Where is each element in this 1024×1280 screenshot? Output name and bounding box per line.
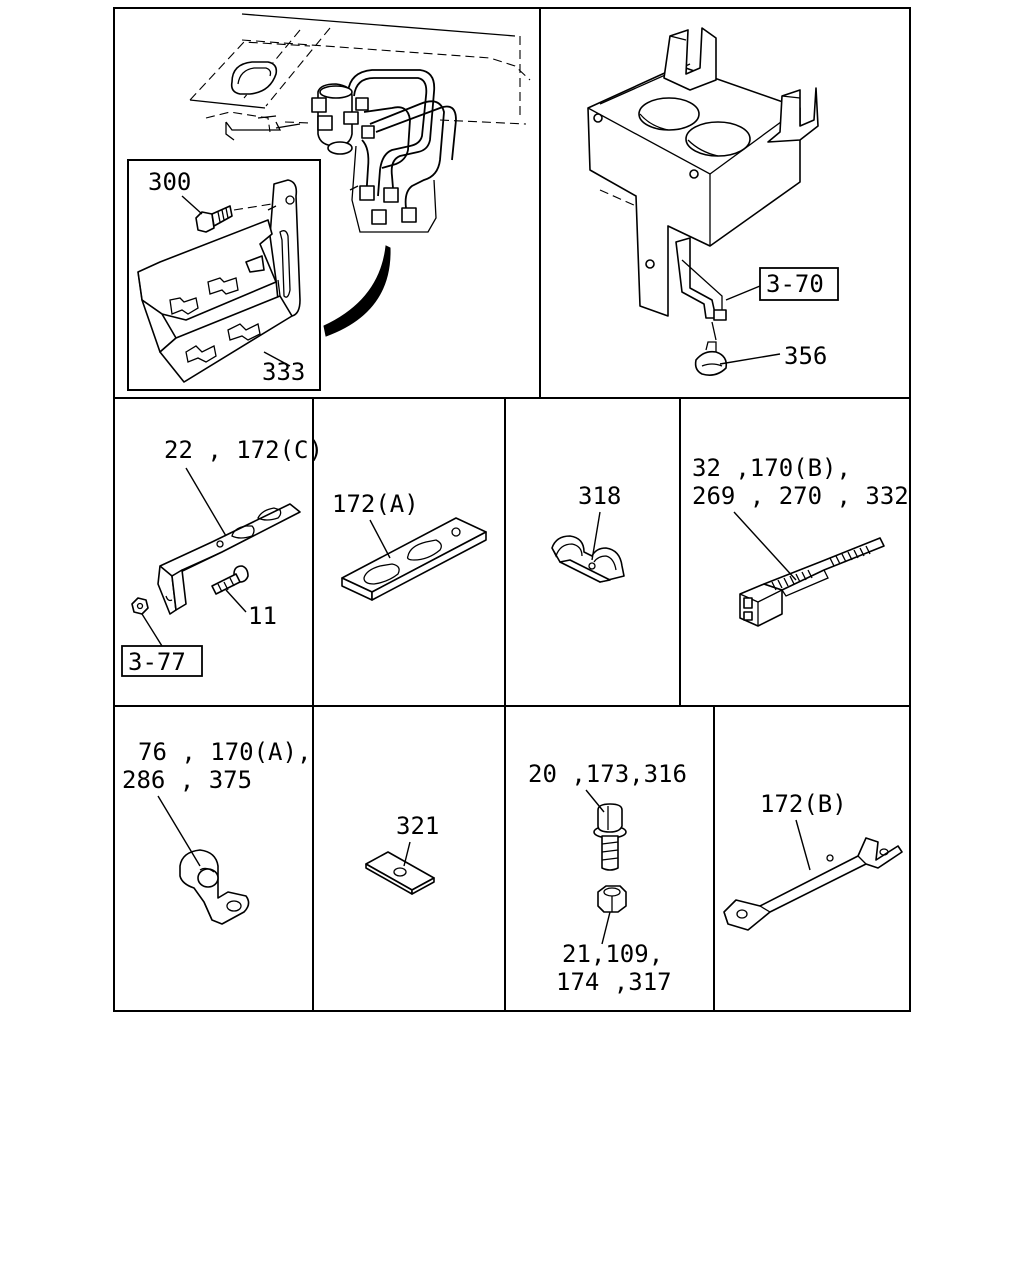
leader-172b [795,819,811,871]
leader-3-70 [725,285,761,301]
leader-318 [591,511,601,561]
bolt-300-illustration [195,203,273,233]
leader-band [733,511,797,581]
panel-plate-a: 172(A) [332,490,487,601]
label-11: 11 [248,602,277,630]
label-clamp-line1: 76 , 170(A), [138,738,311,766]
flange-bolt-illustration [593,803,627,871]
bracket-b-illustration [723,837,903,931]
panel-bracket-b: 172(B) [723,790,903,931]
label-300: 300 [148,168,191,196]
tank-illustration [587,27,819,376]
fuel-pipe-illustration [257,69,457,233]
leader-clamp [157,795,201,867]
leader-300 [181,195,203,215]
leader-3-77 [141,613,163,647]
label-nut-line2: 174 ,317 [556,968,672,996]
panel-clamp: 76 , 170(A), 286 , 375 [122,738,311,925]
leader-172a [369,519,391,559]
label-band-line2: 269 , 270 , 332 [692,482,909,510]
leader-321 [403,841,411,867]
mounting-bracket-illustration [137,179,301,383]
detail-arrow [323,245,391,337]
label-321: 321 [396,812,439,840]
bracket-inset: 300 333 [127,159,321,391]
label-band-line1: 32 ,170(B), [692,454,851,482]
label-172b: 172(B) [760,790,847,818]
leader-bolt-20 [585,789,605,813]
bracket-c-illustration [131,503,301,615]
label-nut-line1: 21,109, [562,940,663,968]
panel-bracket-c: 22 , 172(C) 11 3-77 [121,436,323,677]
diagram-frame [113,7,911,1012]
ref-box-3-70 [759,267,839,301]
panel-plate-321: 321 [365,812,439,895]
leader-nut [601,911,611,945]
label-3-77: 3-77 [128,648,186,676]
label-clamp-line2: 286 , 375 [122,766,252,794]
label-172a: 172(A) [332,490,419,518]
panel-band: 32 ,170(B), 269 , 270 , 332 [692,454,909,627]
leader-356 [719,353,781,365]
hex-nut-illustration [597,885,627,913]
frame-member-illustration [189,13,531,141]
panel-fasteners: 20 ,173,316 21,109, 174 ,317 [528,760,687,996]
label-bolt-20: 20 ,173,316 [528,760,687,788]
clamp-illustration [179,849,250,925]
panel-fuel-lines: 300 333 [127,13,531,391]
label-3-70: 3-70 [766,270,824,298]
clip-318-illustration [551,535,625,583]
label-356: 356 [784,342,827,370]
plate-321-illustration [365,851,435,895]
label-318: 318 [578,482,621,510]
leader-11 [225,589,247,613]
label-333: 333 [262,358,305,386]
leader-333 [263,351,291,367]
leader-22-172c [185,467,227,537]
panel-tank: 3-70 356 [587,27,839,376]
label-22-172c: 22 , 172(C) [164,436,323,464]
cable-band-illustration [739,537,885,627]
plate-a-illustration [341,517,487,601]
panel-clip-318: 318 [551,482,625,583]
